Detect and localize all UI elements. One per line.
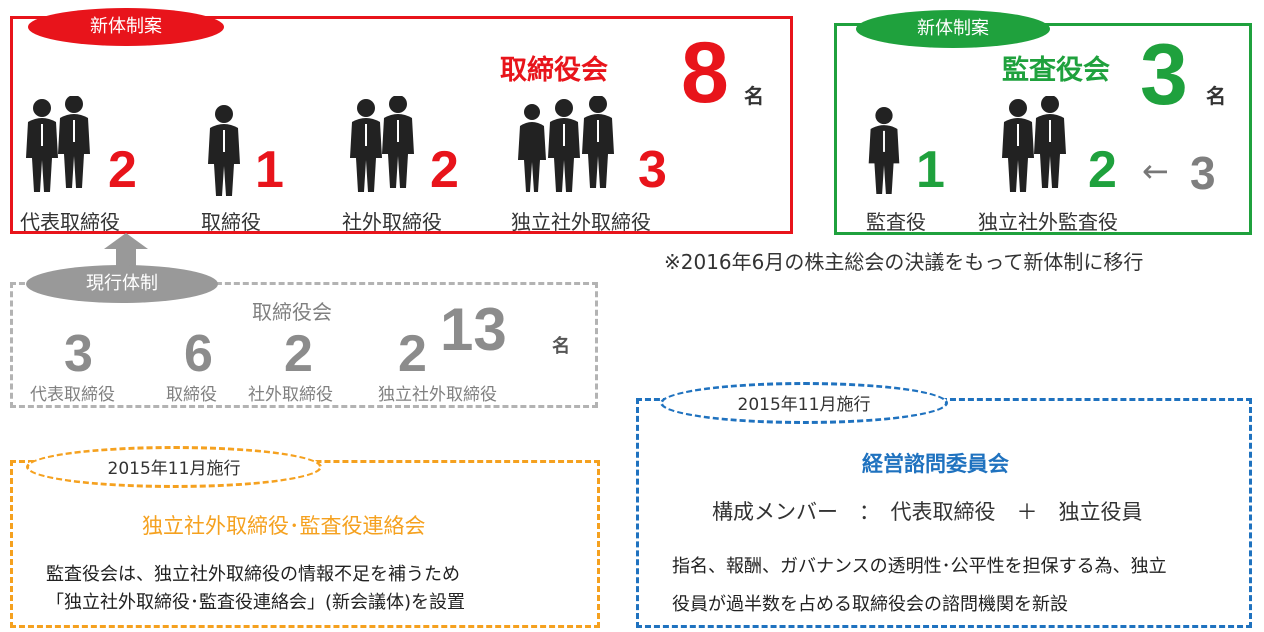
- new-board-total: 8: [681, 25, 729, 121]
- audit-board-tag: 新体制案: [856, 10, 1050, 48]
- person-icon: [350, 99, 382, 192]
- audit-group-label: 監査役: [866, 210, 926, 234]
- person-icon: [548, 99, 580, 192]
- group-label: 代表取締役: [20, 210, 120, 234]
- person-icon-group: [998, 96, 1078, 192]
- group-label: 取締役: [201, 210, 261, 234]
- advisory-title: 経営諮問委員会: [862, 452, 1009, 476]
- group-count: 2: [108, 141, 137, 199]
- current-group-count: 6: [184, 325, 213, 383]
- person-icon: [868, 106, 900, 194]
- current-board-tag: 現行体制: [26, 265, 218, 303]
- liaison-date: 2015年11月施行: [107, 459, 241, 479]
- person-icon: [1002, 99, 1034, 192]
- current-group-count: 2: [398, 325, 427, 383]
- current-board-total: 13: [440, 296, 507, 363]
- current-board-unit: 名: [552, 336, 570, 357]
- group-count: 3: [638, 141, 667, 199]
- audit-group-label: 独立社外監査役: [978, 210, 1118, 234]
- audit-board-unit: 名: [1206, 84, 1226, 108]
- current-group-count: 2: [284, 325, 313, 383]
- audit-board-title: 監査役会: [1002, 55, 1110, 86]
- person-icon: [208, 105, 240, 196]
- new-board-title: 取締役会: [500, 55, 608, 86]
- advisory-text-line: 指名、報酬、ガバナンスの透明性･公平性を担保する為、独立: [672, 556, 1167, 577]
- current-board-title: 取締役会: [252, 300, 332, 324]
- previous-audit-count: 3: [1190, 147, 1216, 199]
- advisory-date-ellipse: [660, 382, 948, 424]
- new-board-unit: 名: [744, 84, 764, 108]
- person-icon: [582, 96, 614, 188]
- person-icon: [382, 96, 414, 188]
- person-icon: [1034, 96, 1066, 188]
- person-icon: [518, 104, 546, 192]
- audit-group-count: 2: [1088, 141, 1117, 199]
- group-count: 1: [255, 141, 284, 199]
- current-board-panel: [10, 282, 598, 408]
- group-label: 独立社外取締役: [511, 210, 651, 234]
- transition-note: ※2016年6月の株主総会の決議をもって新体制に移行: [664, 250, 1144, 274]
- group-label: 社外取締役: [342, 210, 442, 234]
- new-board-panel: [10, 16, 793, 234]
- current-group-label: 代表取締役: [30, 385, 115, 405]
- left-arrow-icon: ←: [1142, 152, 1169, 190]
- person-icon: [58, 96, 90, 188]
- person-icon-group: [204, 104, 244, 196]
- liaison-date-ellipse: [26, 446, 322, 488]
- audit-board-total: 3: [1140, 27, 1188, 123]
- advisory-text-line: 役員が過半数を占める取締役会の諮問機関を新設: [672, 594, 1068, 615]
- person-icon-group: [22, 96, 102, 192]
- current-group-label: 独立社外取締役: [378, 385, 497, 405]
- person-icon: [26, 99, 58, 192]
- liaison-text-line: 監査役会は、独立社外取締役の情報不足を補うため: [46, 564, 460, 585]
- current-group-count: 3: [64, 325, 93, 383]
- audit-group-count: 1: [916, 141, 945, 199]
- new-board-tag: 新体制案: [28, 8, 224, 46]
- advisory-date: 2015年11月施行: [737, 395, 871, 415]
- up-arrow-icon: [104, 233, 148, 277]
- liaison-title: 独立社外取締役･監査役連絡会: [142, 514, 426, 538]
- liaison-text-line: 「独立社外取締役･監査役連絡会」(新会議体)を設置: [46, 592, 466, 613]
- current-group-label: 社外取締役: [248, 385, 333, 405]
- advisory-members: 構成メンバー ： 代表取締役 ＋ 独立役員: [712, 500, 1143, 524]
- person-icon-group: [346, 96, 426, 192]
- group-count: 2: [430, 141, 459, 199]
- person-icon-group: [516, 96, 626, 192]
- current-group-label: 取締役: [166, 385, 217, 405]
- person-icon-group: [864, 106, 904, 194]
